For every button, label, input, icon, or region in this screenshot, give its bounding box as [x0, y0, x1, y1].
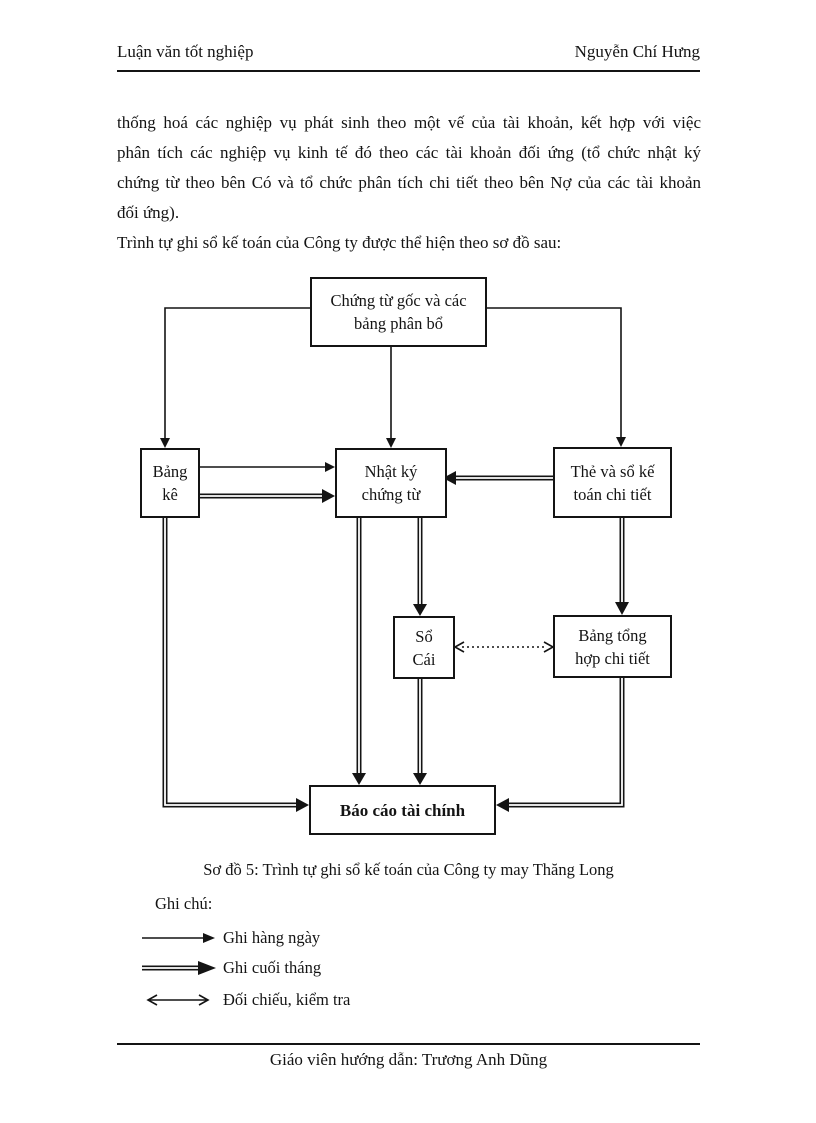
paragraph-line: đối ứng).: [117, 203, 180, 222]
paragraph-line: Trình tự ghi sổ kế toán của Công ty được…: [117, 233, 562, 252]
dashed-double-arrow-icon: [146, 994, 210, 1006]
legend-title: Ghi chú:: [155, 894, 213, 913]
single-arrow-icon: [142, 933, 215, 943]
legend-label: Ghi cuối tháng: [223, 958, 322, 977]
body-paragraph: thống hoá các nghiệp vụ phát sinh theo m…: [117, 108, 701, 258]
box-bao-cao-tai-chinh: Báo cáo tài chính: [309, 785, 496, 835]
legend-label: Đối chiếu, kiểm tra: [223, 990, 351, 1009]
box-bang-ke: Bảng kê: [140, 448, 200, 518]
legend-label: Ghi hàng ngày: [223, 928, 321, 947]
box-chung-tu-goc: Chứng từ gốc và các bảng phân bổ: [310, 277, 487, 347]
box-so-cai: Sổ Cái: [393, 616, 455, 679]
box-bang-tong-hop: Bảng tổng hợp chi tiết: [553, 615, 672, 678]
diagram-caption: Sơ đồ 5: Trình tự ghi sổ kế toán của Côn…: [203, 860, 614, 879]
box-nhat-ky-chung-tu: Nhật ký chứng từ: [335, 448, 447, 518]
legend-item-daily: Ghi hàng ngày: [140, 926, 320, 950]
legend-item-check: Đối chiếu, kiểm tra: [140, 988, 350, 1012]
footer-text: Giáo viên hướng dẫn: Trương Anh Dũng: [269, 1050, 548, 1069]
box-the-va-so-ke-toan: Thẻ và sổ kế toán chi tiết: [553, 447, 672, 518]
dashed-double-arrow-line: [453, 641, 555, 653]
paragraph-line: phân tích các nghiệp vụ kinh tế đó theo …: [117, 143, 701, 162]
page-header: Luận văn tốt nghiệp Nguyễn Chí Hưng: [117, 40, 700, 72]
header-right-text: Nguyễn Chí Hưng: [574, 42, 700, 61]
header-left-text: Luận văn tốt nghiệp: [117, 42, 254, 61]
page-footer: Giáo viên hướng dẫn: Trương Anh Dũng: [117, 1043, 700, 1070]
paragraph-line: chứng từ theo bên Có và tổ chức phân tíc…: [117, 173, 701, 192]
legend-item-monthly: Ghi cuối tháng: [140, 956, 321, 980]
paragraph-line: thống hoá các nghiệp vụ phát sinh theo m…: [117, 113, 701, 132]
double-arrow-icon: [142, 961, 216, 975]
